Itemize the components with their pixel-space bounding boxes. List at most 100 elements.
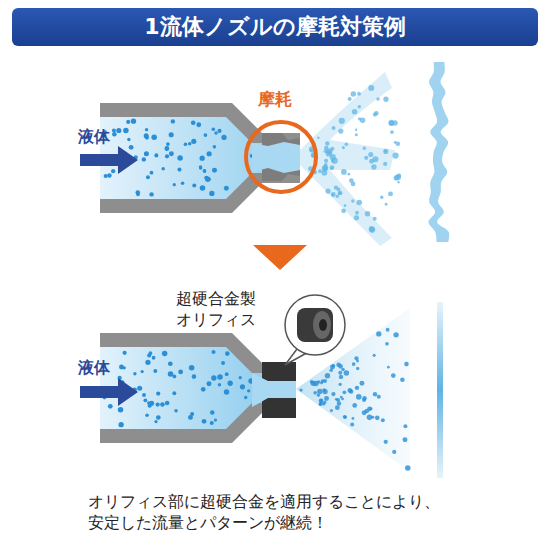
- liquid-dot: [192, 183, 196, 187]
- spray-droplet: [385, 342, 389, 346]
- spray-droplet: [355, 128, 357, 130]
- liquid-dot: [153, 369, 157, 373]
- spray-droplet: [341, 169, 347, 175]
- liquid-dot: [149, 192, 153, 196]
- spray-droplet: [377, 395, 381, 399]
- liquid-dot: [196, 122, 201, 127]
- spray-droplet: [331, 392, 335, 396]
- spray-droplet: [329, 368, 333, 372]
- liquid-dot: [225, 372, 229, 376]
- flow-arrow: [80, 146, 138, 174]
- liquid-dot: [111, 169, 115, 173]
- liquid-dot: [141, 370, 144, 373]
- liquid-dot: [129, 145, 134, 150]
- spray-droplet: [394, 175, 399, 180]
- spray-droplet: [356, 360, 359, 363]
- spray-droplet: [352, 417, 355, 420]
- spray-droplet: [335, 405, 340, 410]
- spray-droplet: [338, 191, 342, 195]
- spray-droplet: [321, 170, 327, 176]
- flow-arrow: [80, 378, 138, 406]
- spray-droplet: [322, 402, 325, 405]
- spray-droplet: [365, 211, 371, 217]
- orifice-icon: [297, 308, 333, 342]
- spray-droplet: [373, 392, 377, 396]
- liquid-dot: [169, 151, 174, 156]
- liquid-dot: [217, 129, 221, 133]
- spray-droplet: [373, 112, 377, 116]
- liquid-dot: [123, 128, 129, 134]
- liquid-dot: [142, 157, 146, 161]
- spray-droplet: [352, 109, 358, 115]
- liquid-dot: [177, 155, 183, 161]
- spray-droplet: [311, 381, 316, 386]
- spray-droplet: [347, 388, 352, 393]
- spray-droplet: [369, 227, 375, 233]
- liquid-dot: [224, 186, 229, 191]
- spray-droplet: [331, 192, 336, 197]
- spray-droplet: [342, 390, 346, 394]
- liquid-dot: [228, 381, 233, 386]
- spray-droplet: [347, 173, 350, 176]
- spray-droplet: [376, 97, 380, 101]
- spray-droplet: [368, 85, 374, 91]
- liquid-dot: [154, 420, 157, 423]
- spray-droplet: [383, 149, 388, 154]
- spray-droplet: [354, 215, 359, 220]
- liquid-dot: [213, 145, 217, 149]
- spray-droplet: [342, 146, 345, 149]
- spray-droplet: [350, 423, 354, 427]
- spray-droplet: [381, 418, 385, 422]
- spray-droplet: [325, 188, 330, 193]
- spray-droplet: [343, 415, 347, 419]
- spray-droplet: [326, 148, 332, 154]
- liquid-dot: [165, 154, 169, 158]
- liquid-dot: [151, 134, 157, 140]
- spray-droplet: [332, 126, 336, 130]
- liquid-dot: [168, 371, 174, 377]
- spray-droplet: [338, 371, 342, 375]
- spray-droplet: [344, 416, 347, 419]
- liquid-dot: [244, 396, 247, 399]
- spray-droplet: [383, 97, 388, 102]
- fluid-label: 液体: [78, 127, 110, 148]
- orifice-icon-face: [313, 311, 331, 339]
- spray-droplet: [330, 165, 335, 170]
- liquid-dot: [165, 147, 169, 151]
- spray-droplet: [319, 403, 322, 406]
- liquid-dot: [145, 135, 149, 139]
- spray-droplet: [355, 386, 359, 390]
- spray-droplet: [324, 159, 328, 163]
- liquid-dot: [247, 389, 250, 392]
- liquid-dot: [131, 118, 136, 123]
- liquid-dot: [119, 365, 124, 370]
- liquid-dot: [218, 383, 221, 386]
- liquid-dot: [173, 375, 177, 379]
- liquid-dot: [204, 133, 208, 137]
- spray-droplet: [321, 379, 325, 383]
- wear-label: 摩耗: [258, 88, 292, 110]
- spray-droplet: [336, 398, 340, 402]
- spray-droplet: [330, 409, 333, 412]
- spray-droplet: [357, 92, 361, 96]
- spray-droplet: [380, 196, 383, 199]
- liquid-dot: [191, 120, 196, 125]
- liquid-dot: [211, 350, 215, 354]
- liquid-dot: [144, 151, 149, 156]
- spray-droplet: [387, 366, 390, 369]
- spray-droplet: [332, 364, 336, 368]
- liquid-dot: [199, 165, 202, 168]
- part-label: 超硬合金製 オリフィス: [176, 289, 266, 331]
- spray-droplet: [313, 391, 317, 395]
- liquid-dot: [137, 386, 142, 391]
- spray-droplet: [383, 162, 387, 166]
- spray-droplet: [404, 362, 409, 367]
- spray-droplet: [403, 424, 407, 428]
- liquid-dot: [169, 132, 174, 137]
- liquid-dot: [133, 372, 136, 375]
- spray-droplet: [330, 154, 336, 160]
- liquid-dot: [171, 119, 175, 123]
- liquid-dot: [212, 127, 216, 131]
- spray-droplet: [338, 128, 343, 133]
- liquid-dot: [205, 177, 210, 182]
